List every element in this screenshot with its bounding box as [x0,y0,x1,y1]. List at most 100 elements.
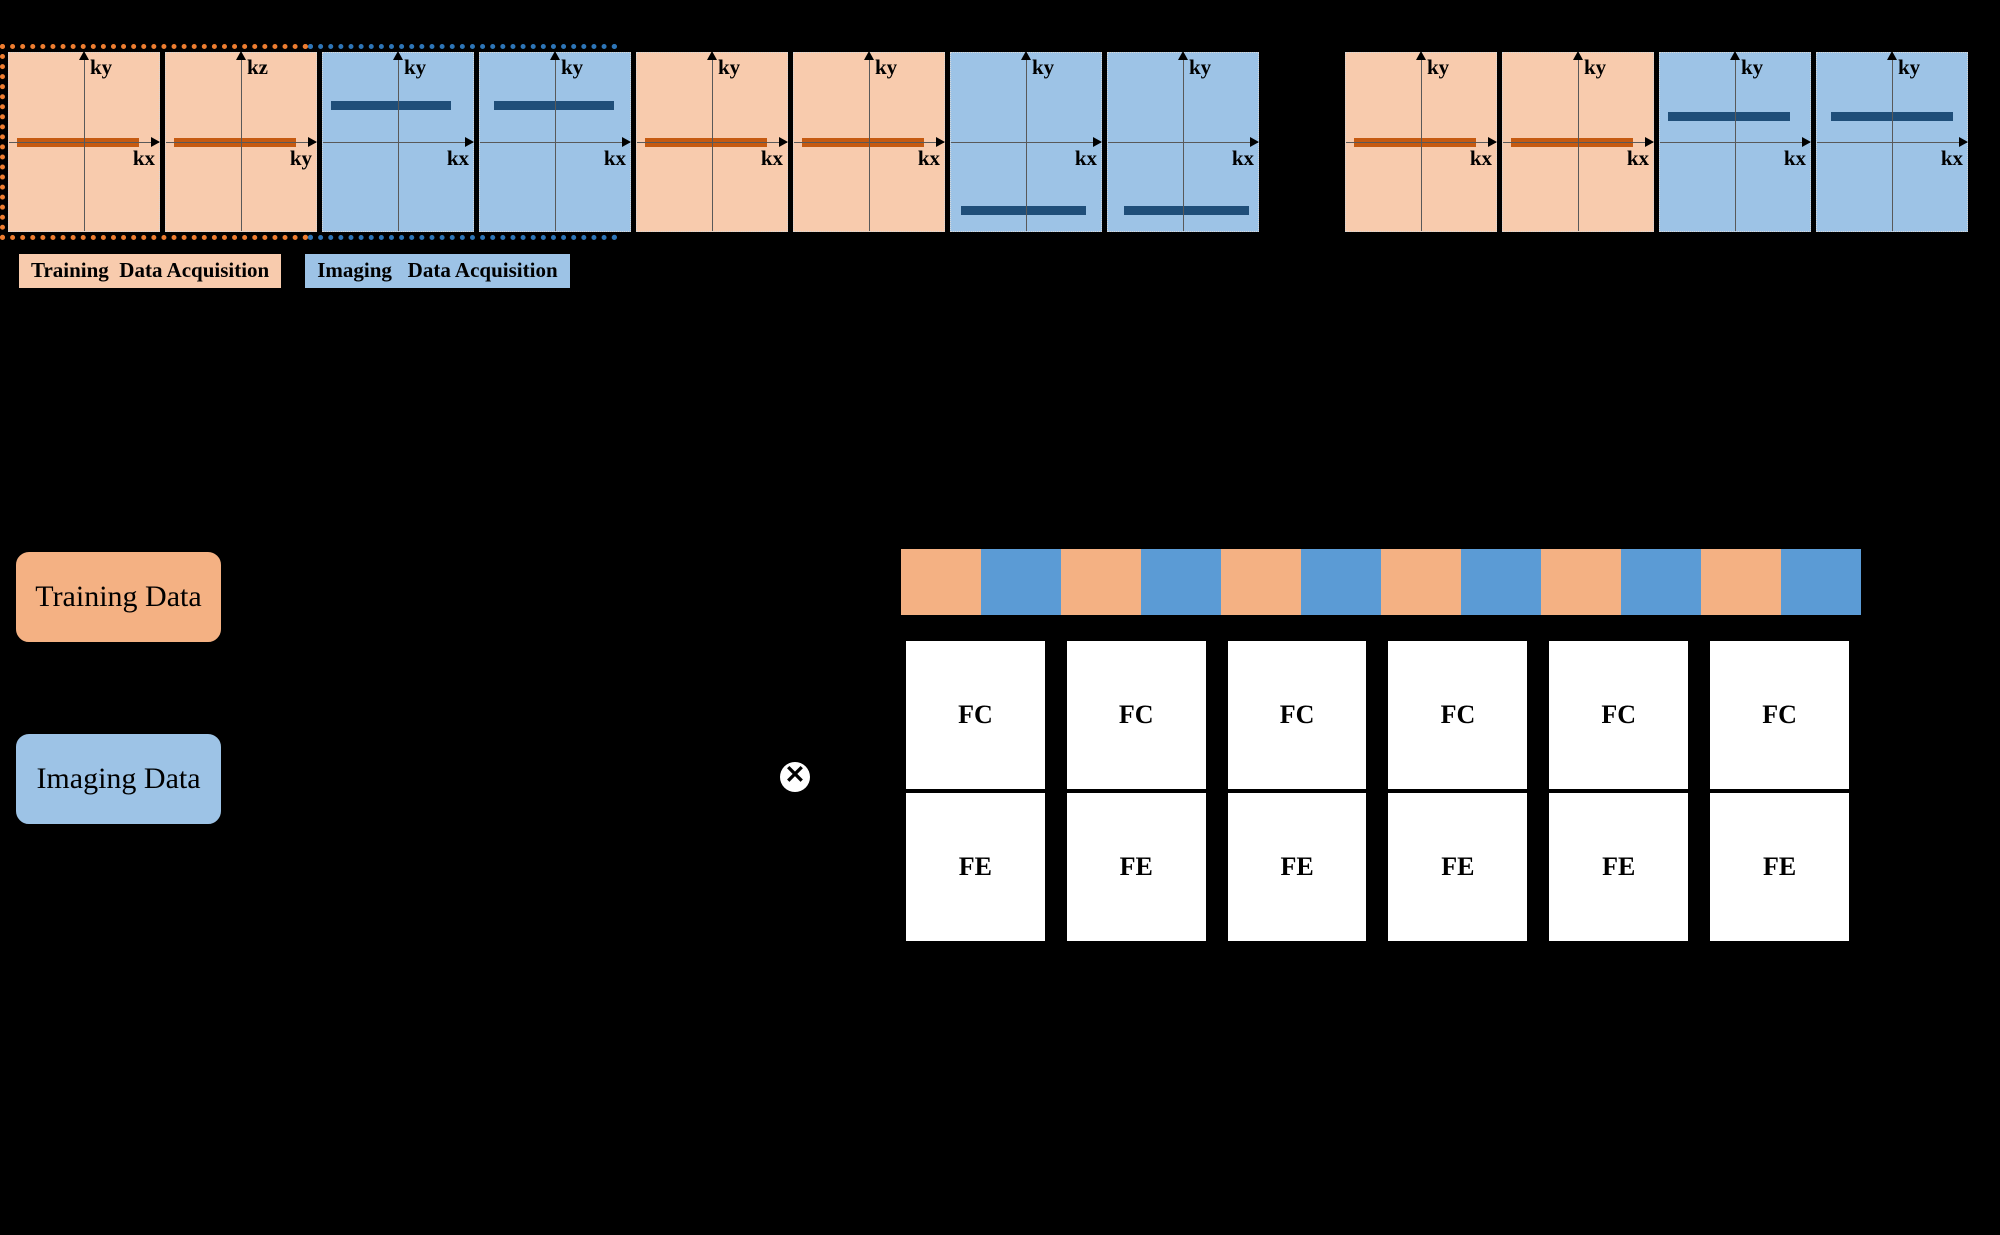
axis-label-vertical: ky [718,55,741,79]
kx-arrow-icon [1802,137,1811,147]
axis-label-vertical: ky [404,55,427,79]
axis-label-horizontal: kx [1626,145,1649,170]
strip-segment-blue [1621,549,1701,615]
axis-label-vertical: kz [247,55,268,79]
kx-arrow-icon [1488,137,1497,147]
strip-segment-blue [1461,549,1541,615]
kspace-readout-line [494,101,614,111]
strip-segment-orange [1221,549,1301,615]
ky-axis [1026,59,1027,231]
ky-axis [869,59,870,231]
axis-label-horizontal: kx [1469,145,1492,170]
kspace-readout-line [331,101,451,111]
ky-arrow-icon [1416,51,1426,60]
kspace-panel-row: ky kx kz ky ky kx ky [0,0,2000,245]
ky-axis [555,59,556,231]
axis-label-vertical: ky [561,55,584,79]
axis-label-horizontal: kx [132,145,155,170]
axis-label-vertical: ky [90,55,113,79]
kspace-panel[interactable]: kz ky [165,51,317,232]
interleaved-data-strip [901,549,1861,615]
fe-layer-cell[interactable]: FE [1387,792,1529,942]
kspace-group-right: ky kx ky kx ky kx ky [1345,51,1968,232]
kspace-panel[interactable]: ky kx [1816,51,1968,232]
fc-layer-cell[interactable]: FC [1226,640,1368,790]
kspace-readout-line [961,206,1086,215]
kx-arrow-icon [622,137,631,147]
ky-axis [1183,59,1184,231]
acquisition-legend: Training Data Acquisition Imaging Data A… [18,253,571,289]
kx-arrow-icon [936,137,945,147]
axis-label-horizontal: kx [1231,145,1254,170]
strip-segment-orange [1701,549,1781,615]
ky-arrow-icon [79,51,89,60]
ky-arrow-icon [1730,51,1740,60]
ky-arrow-icon [236,51,246,60]
ky-axis [1578,59,1579,231]
fe-layer-cell[interactable]: FE [1548,792,1690,942]
kspace-panel[interactable]: ky kx [793,51,945,232]
training-acquisition-chip: Training Data Acquisition [18,253,283,289]
strip-segment-blue [1301,549,1381,615]
axis-label-horizontal: kx [760,145,783,170]
axis-label-vertical: ky [1189,55,1212,79]
axis-label-vertical: ky [1427,55,1450,79]
kspace-panel[interactable]: ky kx [322,51,474,232]
strip-segment-blue [1141,549,1221,615]
kx-arrow-icon [1250,137,1259,147]
fe-layer-cell[interactable]: FE [1065,792,1207,942]
strip-segment-blue [1781,549,1861,615]
ky-arrow-icon [1573,51,1583,60]
ky-arrow-icon [864,51,874,60]
kx-arrow-icon [1959,137,1968,147]
kspace-panel[interactable]: ky kx [1107,51,1259,232]
kspace-panel[interactable]: ky kx [1659,51,1811,232]
axis-label-vertical: ky [1032,55,1055,79]
kspace-panel[interactable]: ky kx [1345,51,1497,232]
kx-arrow-icon [151,137,160,147]
fc-layer-cell[interactable]: FC [905,640,1046,790]
ky-axis [712,59,713,231]
kspace-panel[interactable]: ky kx [950,51,1102,232]
fc-layer-cell[interactable]: FC [1065,640,1207,790]
ky-axis [1892,59,1893,231]
kx-arrow-icon [1645,137,1654,147]
ky-axis [1421,59,1422,231]
legend-training-data: Training Data [15,551,222,643]
axis-label-vertical: ky [1898,55,1921,79]
ky-arrow-icon [550,51,560,60]
kx-arrow-icon [465,137,474,147]
fc-layer-cell[interactable]: FC [1387,640,1529,790]
kx-arrow-icon [1093,137,1102,147]
axis-label-horizontal: kx [446,145,469,170]
kspace-panel[interactable]: ky kx [1502,51,1654,232]
ky-axis [398,59,399,231]
kspace-readout-line [1668,111,1790,121]
kspace-panel[interactable]: ky kx [636,51,788,232]
axis-label-horizontal: kx [1940,145,1963,170]
kspace-readout-line [1124,206,1249,215]
kspace-panel[interactable]: ky kx [8,51,160,232]
axis-label-vertical: ky [875,55,898,79]
fc-layer-cell[interactable]: FC [1548,640,1690,790]
axis-label-horizontal: ky [289,145,312,170]
ky-arrow-icon [707,51,717,60]
fc-layer-cell[interactable]: FC [1709,640,1850,790]
kspace-panel[interactable]: ky kx [479,51,631,232]
axis-label-horizontal: kx [603,145,626,170]
axis-label-vertical: ky [1584,55,1607,79]
fe-layer-cell[interactable]: FE [1709,792,1850,942]
fe-layer-cell[interactable]: FE [905,792,1046,942]
ky-arrow-icon [393,51,403,60]
axis-label-horizontal: kx [1783,145,1806,170]
strip-segment-orange [1541,549,1621,615]
fe-layer-cell[interactable]: FE [1226,792,1368,942]
strip-segment-blue [981,549,1061,615]
axis-label-horizontal: kx [1074,145,1097,170]
ky-arrow-icon [1178,51,1188,60]
tensor-product-icon: ✕ [780,762,810,792]
imaging-acquisition-chip: Imaging Data Acquisition [304,253,571,289]
strip-segment-orange [1061,549,1141,615]
